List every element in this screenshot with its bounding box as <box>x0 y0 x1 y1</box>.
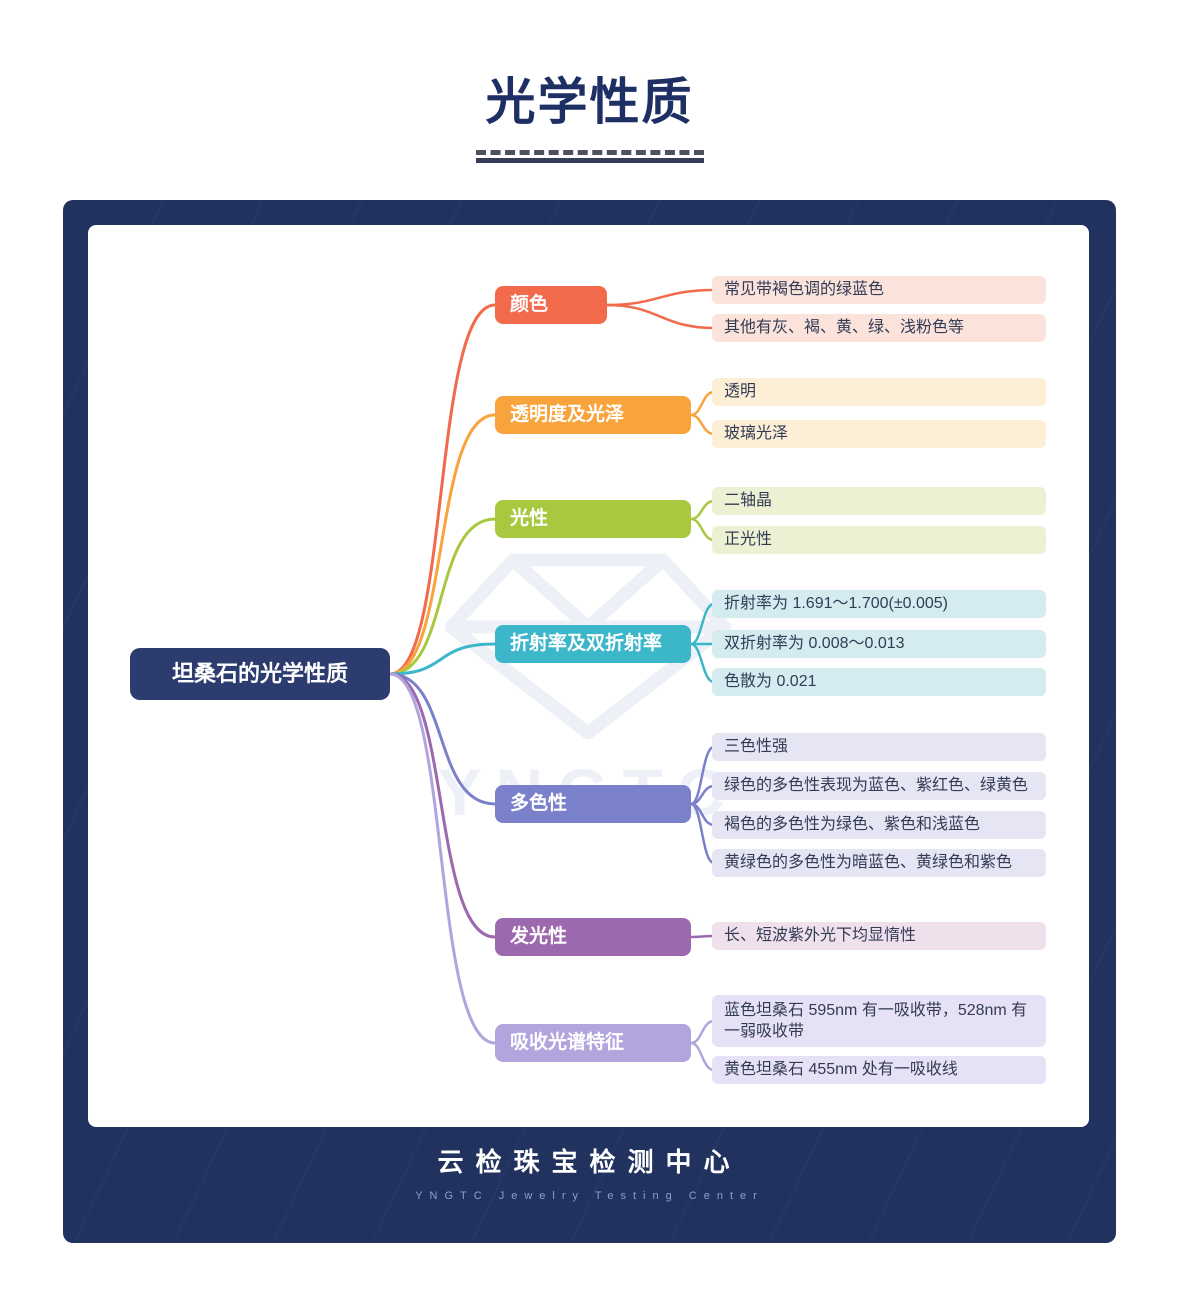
footer-subtitle: YNGTC Jewelry Testing Center <box>415 1190 764 1202</box>
child-item: 蓝色坦桑石 595nm 有一吸收带，528nm 有一弱吸收带 <box>712 995 1046 1047</box>
branch-transparency-luster: 透明度及光泽 <box>495 396 691 434</box>
child-item: 玻璃光泽 <box>712 420 1046 448</box>
child-item: 褐色的多色性为绿色、紫色和浅蓝色 <box>712 811 1046 839</box>
connector-line <box>689 517 716 542</box>
connector-line <box>689 499 716 521</box>
branch-absorption-spectrum: 吸收光谱特征 <box>495 1024 691 1062</box>
child-item: 正光性 <box>712 526 1046 554</box>
page-title: 光学性质 <box>485 74 694 130</box>
child-item: 常见带褐色调的绿蓝色 <box>712 276 1046 304</box>
footer: 云检珠宝检测中心 YNGTC Jewelry Testing Center <box>63 1142 1116 1202</box>
dashed-line <box>475 150 704 155</box>
connector-line <box>605 288 716 307</box>
child-item: 绿色的多色性表现为蓝色、紫红色、绿黄色 <box>712 772 1046 800</box>
connector-line <box>689 802 716 865</box>
connector-line <box>388 303 497 676</box>
connector-line <box>388 672 497 1045</box>
child-item: 透明 <box>712 378 1046 406</box>
connector-line <box>689 413 716 436</box>
child-item: 其他有灰、褐、黄、绿、浅粉色等 <box>712 314 1046 342</box>
branch-refractive-index: 折射率及双折射率 <box>495 625 691 663</box>
child-item: 折射率为 1.691〜1.700(±0.005) <box>712 590 1046 618</box>
connector-line <box>689 934 716 939</box>
header: 光学性质 <box>0 62 1179 163</box>
root-node: 坦桑石的光学性质 <box>130 648 390 700</box>
title-underline <box>475 150 704 163</box>
child-item: 黄绿色的多色性为暗蓝色、黄绿色和紫色 <box>712 849 1046 877</box>
branch-luminescence: 发光性 <box>495 918 691 956</box>
poster-panel: YNGTC <box>63 200 1116 1243</box>
mindmap-canvas: YNGTC <box>88 225 1089 1127</box>
connector-line <box>388 642 497 676</box>
connector-line <box>689 642 716 684</box>
connector-line <box>388 517 497 676</box>
connector-line <box>689 1041 716 1072</box>
child-item: 二轴晶 <box>712 487 1046 515</box>
connector-line <box>388 672 497 806</box>
connector-line <box>689 390 716 417</box>
branch-pleochroism: 多色性 <box>495 785 691 823</box>
connector-line <box>605 303 716 330</box>
connector-line <box>388 413 497 676</box>
connector-line <box>689 1019 716 1045</box>
child-item: 色散为 0.021 <box>712 668 1046 696</box>
footer-title: 云检珠宝检测中心 <box>437 1147 742 1177</box>
branch-optic-character: 光性 <box>495 500 691 538</box>
branch-color: 颜色 <box>495 286 607 324</box>
child-item: 三色性强 <box>712 733 1046 761</box>
connector-line <box>388 672 497 939</box>
solid-line <box>475 158 704 163</box>
child-item: 黄色坦桑石 455nm 处有一吸收线 <box>712 1056 1046 1084</box>
child-item: 长、短波紫外光下均显惰性 <box>712 922 1046 950</box>
child-item: 双折射率为 0.008〜0.013 <box>712 630 1046 658</box>
